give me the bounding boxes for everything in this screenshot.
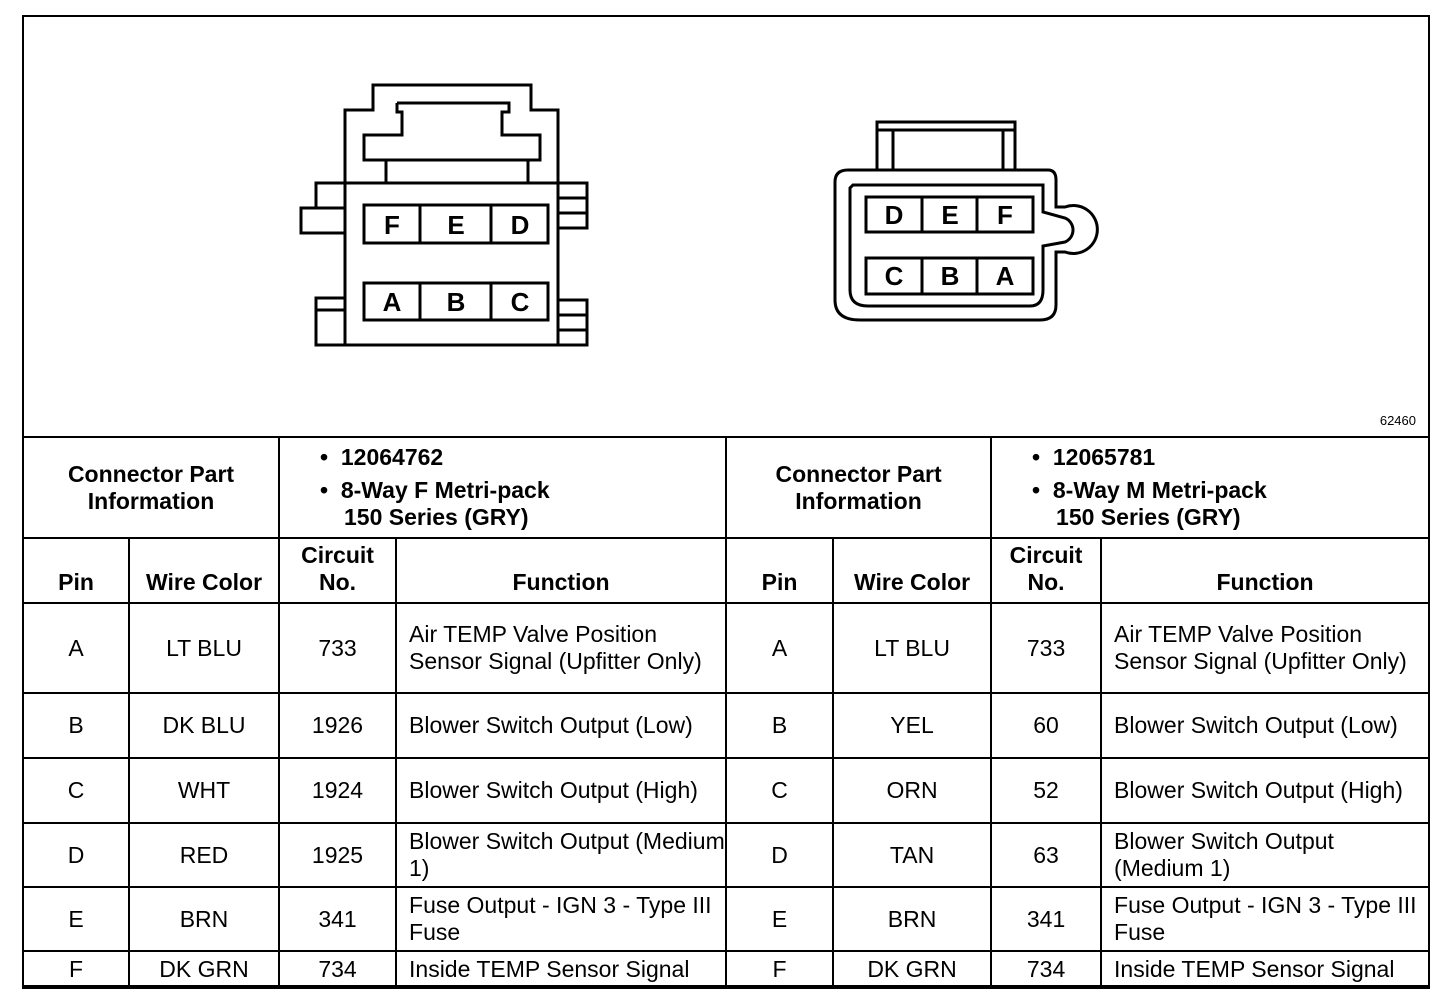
function-cell: Inside TEMP Sensor Signal xyxy=(1100,950,1431,989)
pin-label: E xyxy=(447,210,464,240)
wire-color-cell: YEL xyxy=(832,692,993,759)
circuit-no-cell: 733 xyxy=(278,602,398,694)
pin-cell: F xyxy=(725,950,835,989)
left-description-2: 150 Series (GRY) xyxy=(344,504,529,530)
figure-id: 62460 xyxy=(1379,413,1416,428)
circuit-no-cell: 341 xyxy=(990,886,1103,952)
wire-color-cell: WHT xyxy=(127,757,281,824)
wire-color-cell: BRN xyxy=(832,886,993,952)
pin-cell: D xyxy=(22,822,130,888)
part-info-row: Connector Part Information • 12064762 • … xyxy=(21,436,1431,539)
connector-diagram: F E D A B C D E F C B A xyxy=(299,83,1099,347)
pin-label: C xyxy=(885,261,904,291)
connector-pinout-table: Connector Part Information • 12064762 • … xyxy=(21,436,1431,989)
header-pin: Pin xyxy=(725,537,835,604)
left-part-number: 12064762 xyxy=(340,444,444,470)
wire-color-cell: DK BLU xyxy=(127,692,281,759)
function-cell: Blower Switch Output (Low) xyxy=(1100,692,1431,759)
pin-label: B xyxy=(447,287,466,317)
function-cell: Blower Switch Output (High) xyxy=(1100,757,1431,824)
pin-label: F xyxy=(384,210,400,240)
pin-label: F xyxy=(997,200,1013,230)
pin-label: E xyxy=(941,200,958,230)
pin-cell: B xyxy=(22,692,130,759)
header-circuit-no: Circuit No. xyxy=(278,537,398,604)
wire-color-cell: DK GRN xyxy=(127,950,281,989)
function-cell: Blower Switch Output (Low) xyxy=(395,692,728,759)
circuit-no-cell: 52 xyxy=(990,757,1103,824)
right-description-2: 150 Series (GRY) xyxy=(1056,504,1241,530)
wire-color-cell: LT BLU xyxy=(832,602,993,694)
right-part-info: • 12065781 • 8-Way M Metri-pack 150 Seri… xyxy=(990,436,1431,539)
pin-label: A xyxy=(383,287,402,317)
right-part-number: 12065781 xyxy=(1052,444,1156,470)
female-connector: F E D A B C xyxy=(299,83,589,347)
wire-color-cell: ORN xyxy=(832,757,993,824)
function-cell: Blower Switch Output (Medium 1) xyxy=(1100,822,1431,888)
header-circuit-no: Circuit No. xyxy=(990,537,1103,604)
wire-color-cell: RED xyxy=(127,822,281,888)
right-info-label: Connector Part Information xyxy=(725,436,993,539)
left-part-info: • 12064762 • 8-Way F Metri-pack 150 Seri… xyxy=(278,436,728,539)
header-function: Function xyxy=(1100,537,1431,604)
wire-color-cell: TAN xyxy=(832,822,993,888)
pin-label: D xyxy=(885,200,904,230)
male-connector: D E F C B A xyxy=(833,120,1099,322)
function-cell: Blower Switch Output (Medium 1) xyxy=(395,822,728,888)
right-description: 8-Way M Metri-pack xyxy=(1052,477,1267,503)
left-description: 8-Way F Metri-pack xyxy=(340,477,550,503)
circuit-no-cell: 60 xyxy=(990,692,1103,759)
pin-cell: B xyxy=(725,692,835,759)
circuit-no-cell: 63 xyxy=(990,822,1103,888)
left-info-label: Connector Part Information xyxy=(21,436,281,539)
pin-cell: A xyxy=(725,602,835,694)
pin-cell: E xyxy=(22,886,130,952)
wire-color-cell: DK GRN xyxy=(832,950,993,989)
function-cell: Fuse Output - IGN 3 - Type III Fuse xyxy=(1100,886,1431,952)
header-pin: Pin xyxy=(22,537,130,604)
circuit-no-cell: 1924 xyxy=(278,757,398,824)
wire-color-cell: LT BLU xyxy=(127,602,281,694)
pin-cell: D xyxy=(725,822,835,888)
function-cell: Blower Switch Output (High) xyxy=(395,757,728,824)
circuit-no-cell: 734 xyxy=(278,950,398,989)
function-cell: Fuse Output - IGN 3 - Type III Fuse xyxy=(395,886,728,952)
header-wire-color: Wire Color xyxy=(832,537,993,604)
pin-cell: F xyxy=(22,950,130,989)
pin-cell: A xyxy=(22,602,130,694)
circuit-no-cell: 733 xyxy=(990,602,1103,694)
function-cell: Inside TEMP Sensor Signal xyxy=(395,950,728,989)
circuit-no-cell: 341 xyxy=(278,886,398,952)
function-cell: Air TEMP Valve Position Sensor Signal (U… xyxy=(1100,602,1431,694)
pin-cell: C xyxy=(725,757,835,824)
pin-label: C xyxy=(511,287,530,317)
circuit-no-cell: 734 xyxy=(990,950,1103,989)
pin-label: B xyxy=(941,261,960,291)
wire-color-cell: BRN xyxy=(127,886,281,952)
pin-cell: C xyxy=(22,757,130,824)
pin-cell: E xyxy=(725,886,835,952)
circuit-no-cell: 1925 xyxy=(278,822,398,888)
header-function: Function xyxy=(395,537,728,604)
circuit-no-cell: 1926 xyxy=(278,692,398,759)
header-wire-color: Wire Color xyxy=(127,537,281,604)
column-header-row: Pin Wire Color Circuit No. Function Pin … xyxy=(22,537,1431,604)
function-cell: Air TEMP Valve Position Sensor Signal (U… xyxy=(395,602,728,694)
pin-label: A xyxy=(996,261,1015,291)
pin-label: D xyxy=(511,210,530,240)
